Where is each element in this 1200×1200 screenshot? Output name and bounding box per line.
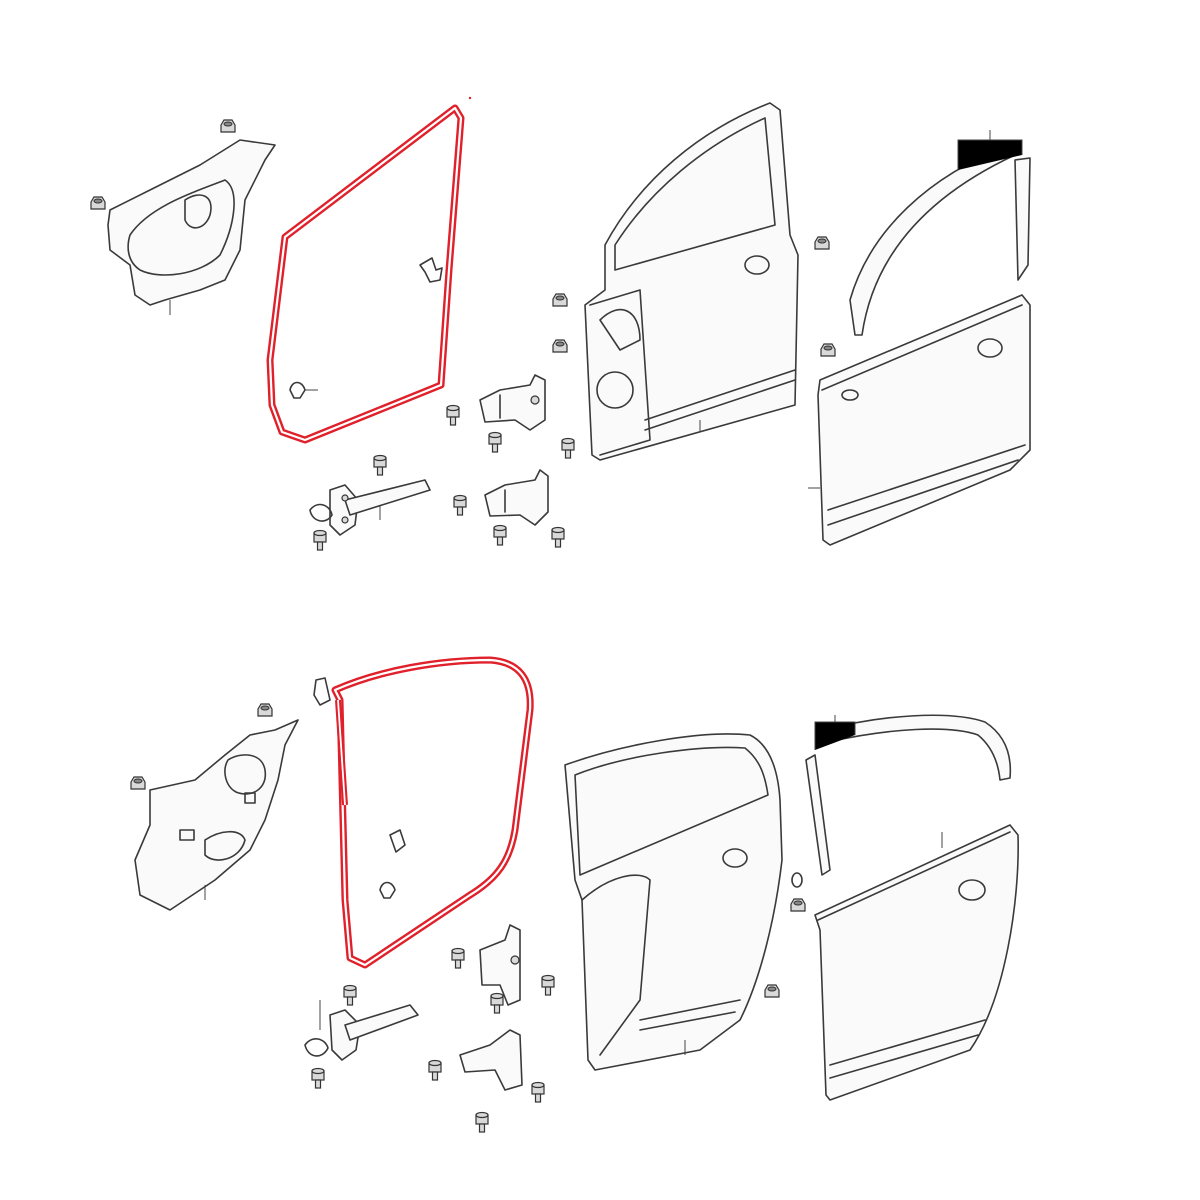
front-sealing-plate — [107, 139, 276, 315]
front-door-group — [90, 96, 1031, 551]
front-weatherstrip — [266, 96, 472, 444]
front-hinge-upper — [479, 374, 546, 431]
front-door-skin — [808, 294, 1031, 546]
rear-door-skin — [814, 824, 1019, 1101]
front-bolt-icon — [313, 529, 327, 551]
front-bolt-icon — [493, 524, 507, 546]
front-bolt-icon — [453, 494, 467, 516]
front-door-checker — [309, 479, 431, 536]
rear-bolt-icon — [490, 992, 504, 1014]
front-nut-icon — [814, 236, 830, 250]
rear-nut-icon — [764, 984, 780, 998]
front-clip — [289, 257, 443, 399]
rear-weatherstrip — [331, 656, 534, 969]
front-bolt-icon — [446, 404, 460, 426]
rear-clip — [313, 677, 406, 899]
rear-bolt-icon — [475, 1111, 489, 1133]
rear-bolt-icon — [428, 1059, 442, 1081]
front-bolt-icon — [551, 526, 565, 548]
rear-sealing-plate — [134, 719, 299, 911]
front-bolt-icon — [561, 437, 575, 459]
front-nut-icon — [820, 343, 836, 357]
rear-sash-molding — [791, 714, 1012, 888]
rear-bolt-icon — [311, 1067, 325, 1089]
rear-bolt-icon — [451, 947, 465, 969]
front-nut-icon — [552, 339, 568, 353]
front-door-panel — [584, 102, 799, 461]
front-bolt-icon — [488, 431, 502, 453]
rear-bolt-icon — [541, 974, 555, 996]
rear-door-panel — [564, 733, 783, 1071]
front-nut-icon — [552, 293, 568, 307]
front-nut-icon — [90, 196, 106, 210]
rear-nut-icon — [130, 776, 146, 790]
rear-hinge-lower — [459, 1029, 523, 1091]
rear-door-group — [130, 656, 1019, 1133]
front-hinge-lower — [484, 469, 549, 526]
rear-door-checker — [304, 1000, 419, 1061]
front-sash-molding — [849, 130, 1031, 336]
rear-bolt-icon — [531, 1081, 545, 1103]
rear-hinge-upper — [479, 924, 521, 1006]
rear-bolt-icon — [343, 984, 357, 1006]
rear-nut-icon — [257, 703, 273, 717]
front-nut-icon — [220, 119, 236, 133]
front-bolt-icon — [373, 454, 387, 476]
rear-nut-icon — [790, 898, 806, 912]
